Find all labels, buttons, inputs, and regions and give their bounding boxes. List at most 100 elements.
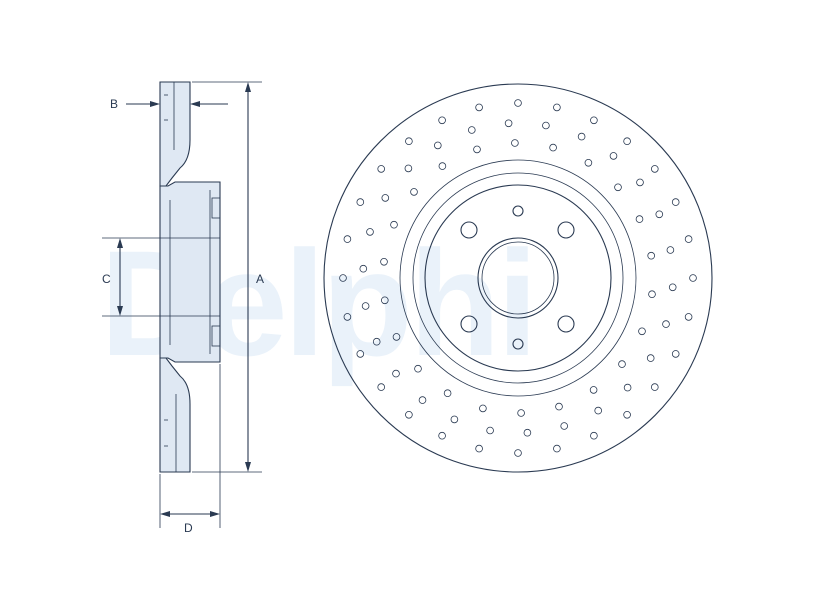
drilled-hole: [623, 383, 632, 392]
drilled-hole: [549, 143, 557, 152]
drilled-hole: [479, 404, 487, 413]
drilled-hole: [671, 198, 680, 206]
drilled-hole: [404, 164, 413, 173]
drilled-hole: [405, 410, 413, 419]
drilled-hole: [380, 296, 389, 305]
drilled-hole: [514, 99, 522, 107]
bolt-hole: [460, 221, 478, 239]
drilled-hole: [438, 162, 447, 170]
bolt-hole: [460, 315, 478, 333]
dimension-c: C: [102, 237, 160, 317]
drilled-hole: [646, 354, 655, 362]
front-view: [323, 83, 713, 473]
drilled-hole: [467, 126, 476, 134]
drilled-hole: [475, 444, 483, 453]
drilled-hole: [594, 406, 602, 415]
dimension-c-label: C: [102, 272, 111, 286]
drilled-hole: [684, 313, 693, 321]
drilled-hole: [655, 210, 664, 219]
drilled-hole: [450, 415, 459, 424]
locating-hole: [512, 205, 524, 217]
drilled-hole: [405, 137, 413, 146]
drilled-hole: [623, 410, 631, 419]
drilled-hole: [517, 409, 525, 417]
drilled-hole: [433, 141, 442, 150]
drilled-hole: [380, 257, 388, 266]
hub-section: [159, 181, 221, 363]
drilled-hole: [553, 444, 561, 453]
drilled-hole: [614, 183, 622, 192]
drilled-hole: [486, 426, 494, 435]
drilled-hole: [473, 145, 481, 154]
side-section-view: [159, 81, 221, 473]
locating-hole: [512, 338, 524, 350]
drilled-hole: [662, 320, 670, 328]
drilled-hole: [343, 235, 352, 243]
drilled-hole: [504, 119, 513, 128]
drilled-hole: [589, 386, 598, 394]
upper-rotor-ring: [159, 81, 191, 187]
drilled-hole: [650, 165, 659, 173]
dimension-d: D: [159, 364, 221, 535]
drilled-hole: [514, 449, 522, 457]
drilled-hole: [392, 333, 401, 341]
drilled-hole: [635, 215, 644, 223]
dimension-b-label: B: [110, 97, 118, 111]
drilled-hole: [443, 389, 452, 398]
drilled-hole: [555, 402, 563, 411]
drilled-hole: [339, 274, 347, 282]
drilled-hole: [647, 251, 655, 260]
lower-rotor-ring: [159, 357, 191, 473]
drilled-hole: [377, 383, 386, 391]
center-bore: [477, 237, 559, 319]
drilled-hole: [523, 428, 532, 437]
drilled-hole: [410, 188, 418, 196]
drilled-hole: [618, 360, 626, 368]
drilled-hole: [343, 313, 352, 321]
drilled-hole: [511, 139, 519, 147]
drilled-hole: [414, 364, 422, 373]
dimension-a: A: [192, 81, 264, 473]
rotor-outer-edge: [323, 83, 713, 473]
rotor-inner-ring: [399, 159, 637, 397]
drilled-hole: [666, 246, 675, 254]
drilled-hole: [475, 103, 483, 112]
drilled-hole: [689, 274, 697, 282]
drilled-hole: [381, 194, 390, 202]
hat-outer-ring: [412, 172, 624, 384]
center-bore-chamfer: [481, 241, 555, 315]
drilled-hole: [418, 396, 427, 404]
dimension-d-label: D: [184, 521, 193, 535]
drilled-hole: [609, 152, 618, 160]
drilled-hole: [648, 290, 656, 299]
drilled-hole: [668, 283, 677, 292]
drilled-hole: [590, 116, 598, 125]
drilled-hole: [377, 165, 386, 173]
hat-ring: [424, 184, 612, 372]
drilled-hole: [356, 198, 365, 206]
drilled-hole: [366, 228, 374, 236]
drilled-hole: [438, 116, 446, 125]
bolt-hole: [557, 315, 575, 333]
drilled-hole: [372, 337, 381, 346]
drilled-hole: [590, 431, 598, 440]
drilled-hole: [623, 137, 631, 146]
drilled-hole: [392, 369, 400, 378]
drilled-hole: [638, 327, 646, 336]
bolt-hole: [557, 221, 575, 239]
drilled-hole: [390, 220, 398, 229]
drilled-holes: [339, 99, 697, 457]
drilled-hole: [553, 103, 561, 112]
drilled-hole: [636, 178, 644, 187]
drilled-hole: [684, 235, 693, 243]
drilled-hole: [359, 264, 368, 273]
drilled-hole: [577, 132, 586, 141]
drilled-hole: [671, 350, 680, 358]
drilled-hole: [584, 159, 593, 167]
drilled-hole: [542, 121, 550, 130]
dimension-b: B: [110, 97, 228, 111]
drilled-hole: [361, 302, 370, 310]
drilled-hole: [356, 350, 365, 358]
dimension-a-label: A: [256, 272, 264, 286]
